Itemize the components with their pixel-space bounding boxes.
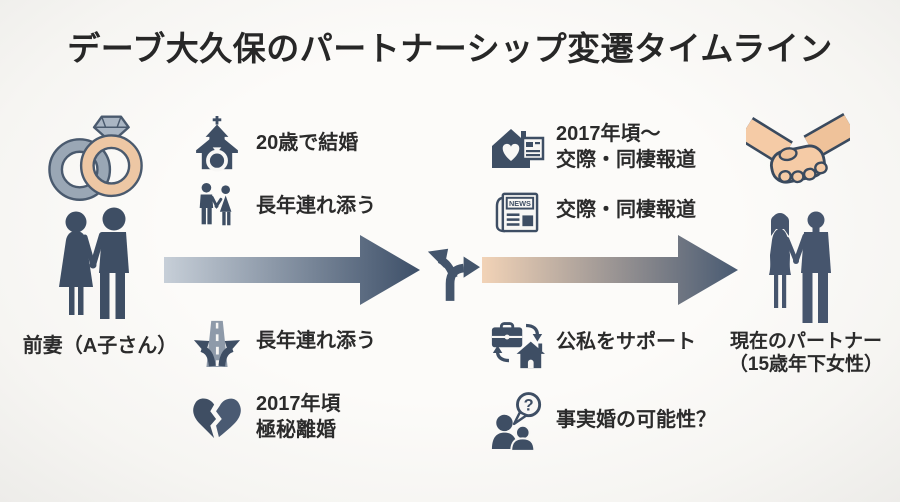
former-couple-silhouette (52, 206, 138, 330)
event-long-marriage: 長年連れ添う (188, 180, 376, 234)
timeline-arrow-second (482, 232, 740, 308)
event-dating-cohabiting-report: NEWS 交際・同棲報道 (488, 184, 696, 238)
house-heart-news-icon (488, 125, 546, 171)
event-text: 事実婚の可能性？ (556, 409, 716, 432)
current-couple-silhouette (758, 210, 842, 330)
couple-icon (188, 182, 246, 232)
event-long-marriage-road: 長年連れ添う (188, 314, 376, 370)
event-text: 2017年頃 極秘離婚 (256, 393, 341, 441)
wedding-rings-icon (48, 110, 144, 206)
broken-heart-icon (188, 396, 246, 440)
work-home-cycle-icon (488, 316, 546, 371)
former-wife-label: 前妻（A子さん） (22, 335, 178, 357)
current-partner-label: 現在のパートナー （15歳年下女性） (728, 331, 884, 376)
event-dating-cohabiting-since-2017: 2017年頃〜 交際・同棲報道 (488, 118, 696, 178)
newspaper-masthead: NEWS (508, 199, 530, 208)
event-text: 2017年頃〜 交際・同棲報道 (556, 123, 696, 171)
forked-road-icon (188, 317, 246, 367)
event-supports-public-private: 公私をサポート (488, 314, 696, 372)
event-text: 交際・同棲報道 (556, 199, 696, 222)
people-question-icon: ? (488, 391, 546, 451)
timeline-arrow-first (164, 232, 422, 308)
event-text: 長年連れ添う (256, 195, 376, 218)
diverging-arrows-icon (424, 236, 480, 302)
question-mark: ? (524, 396, 534, 414)
event-secret-divorce: 2017年頃 極秘離婚 (188, 390, 341, 446)
event-married-at-20: 20歳で結婚 (188, 114, 358, 174)
event-text: 公私をサポート (556, 331, 696, 354)
church-wedding-icon (188, 115, 246, 173)
newspaper-icon: NEWS (488, 189, 546, 234)
page-title: デーブ大久保のパートナーシップ変遷タイムライン (67, 30, 833, 67)
event-possible-defacto-marriage: ? 事実婚の可能性？ (488, 390, 716, 452)
event-text: 長年連れ添う (256, 330, 376, 353)
handshake-icon (746, 112, 850, 202)
event-text: 20歳で結婚 (256, 132, 359, 155)
